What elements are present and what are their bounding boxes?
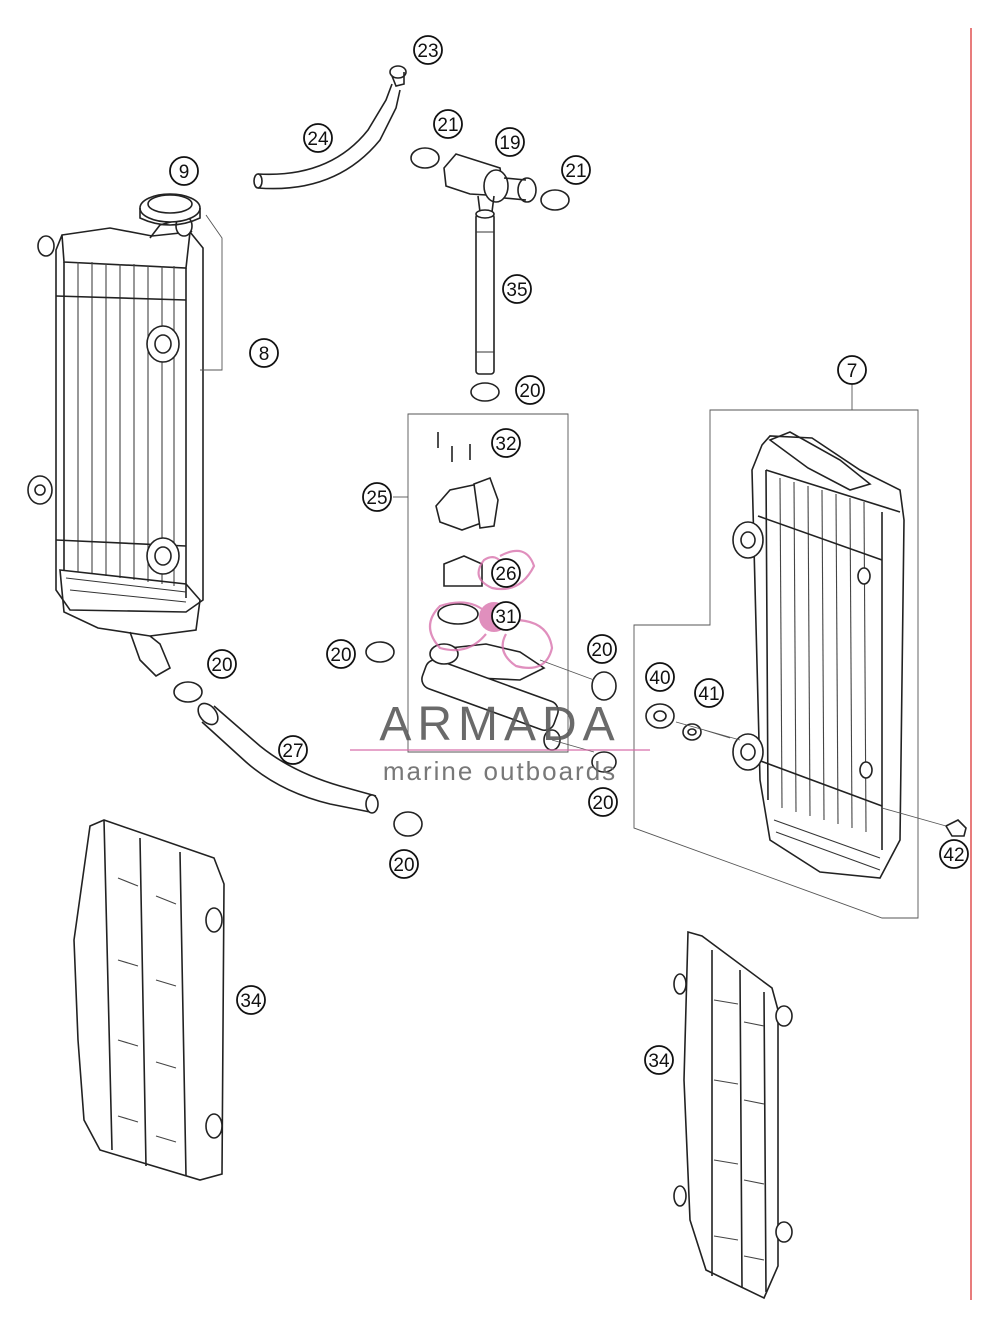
callout-19: 19 (495, 127, 525, 157)
callout-40: 40 (645, 662, 675, 692)
left-radiator (27, 215, 204, 677)
callout-label: 27 (282, 741, 303, 762)
callout-label: 20 (519, 381, 540, 402)
watermark-subtitle: marine outboards (383, 756, 617, 786)
callout-circle (249, 338, 279, 368)
callout-label: 7 (847, 361, 858, 382)
callout-circle (413, 35, 443, 65)
callout-circle (587, 634, 617, 664)
callout-circle (495, 127, 525, 157)
thermostat-group (393, 413, 569, 753)
callout-26: 26 (491, 558, 521, 588)
callout-circle (491, 558, 521, 588)
callout-20: 20 (207, 649, 237, 679)
callout-label: 26 (495, 564, 516, 585)
callout-20: 20 (326, 639, 356, 669)
callout-circle (502, 274, 532, 304)
watermark-title: ARMADA (379, 698, 620, 751)
callout-23: 23 (413, 35, 443, 65)
callout-9: 9 (169, 156, 199, 186)
callout-circle (694, 678, 724, 708)
callout-25: 25 (362, 482, 392, 512)
lower-hose (197, 702, 379, 814)
callout-label: 20 (330, 645, 351, 666)
callout-circle (515, 375, 545, 405)
pipe-35 (470, 209, 500, 402)
callout-circle (645, 662, 675, 692)
callout-label: 25 (366, 488, 387, 509)
right-radiator (633, 380, 919, 919)
right-shroud (673, 930, 793, 1300)
callout-circle (837, 355, 867, 385)
left-shroud (73, 819, 225, 1181)
callout-label: 40 (649, 668, 670, 689)
callout-label: 20 (211, 655, 232, 676)
callout-circle (326, 639, 356, 669)
callout-label: 19 (499, 133, 520, 154)
callout-31: 31 (491, 601, 521, 631)
callout-label: 8 (259, 344, 270, 365)
callout-35: 35 (502, 274, 532, 304)
callout-label: 21 (437, 115, 458, 136)
callout-label: 31 (495, 607, 516, 628)
callout-20: 20 (389, 849, 419, 879)
callout-label: 32 (495, 434, 516, 455)
callout-42: 42 (939, 839, 969, 869)
watermark: ARMADA marine outboards (350, 549, 650, 786)
callout-circle (588, 787, 618, 817)
callout-label: 21 (565, 161, 586, 182)
callout-label: 23 (417, 41, 438, 62)
callout-circle (278, 735, 308, 765)
t-connector (410, 147, 570, 213)
callout-circle (433, 109, 463, 139)
callout-circle (207, 649, 237, 679)
callout-24: 24 (303, 123, 333, 153)
callout-21: 21 (561, 155, 591, 185)
callout-label: 20 (393, 855, 414, 876)
callout-label: 24 (307, 129, 329, 150)
callout-circle (561, 155, 591, 185)
callout-label: 20 (591, 640, 612, 661)
callout-32: 32 (491, 428, 521, 458)
callout-20: 20 (515, 375, 545, 405)
callout-20: 20 (587, 634, 617, 664)
callout-34: 34 (644, 1045, 674, 1075)
callout-label: 42 (943, 845, 964, 866)
callout-circle (491, 601, 521, 631)
callout-label: 35 (506, 280, 527, 301)
callout-8: 8 (249, 338, 279, 368)
callout-circle (389, 849, 419, 879)
callout-7: 7 (837, 355, 867, 385)
callout-label: 34 (240, 991, 262, 1012)
callout-label: 9 (179, 162, 190, 183)
callout-label: 34 (648, 1051, 670, 1072)
hose-clamps (173, 641, 967, 837)
callout-circle (169, 156, 199, 186)
callout-circle (303, 123, 333, 153)
callout-41: 41 (694, 678, 724, 708)
callout-circle (644, 1045, 674, 1075)
radiator-cap (139, 193, 223, 371)
callout-label: 41 (698, 684, 719, 705)
callout-27: 27 (278, 735, 308, 765)
overflow-hose (253, 65, 407, 190)
callout-circle (362, 482, 392, 512)
callout-circle (236, 985, 266, 1015)
callout-circle (491, 428, 521, 458)
callout-circle (939, 839, 969, 869)
callout-21: 21 (433, 109, 463, 139)
callout-label: 20 (592, 793, 613, 814)
callout-20: 20 (588, 787, 618, 817)
callout-34: 34 (236, 985, 266, 1015)
callouts: 23 24 21 19 21 9 8 35 20 7 32 25 26 31 20 20 20 40 41 27 20 2… (169, 35, 969, 1075)
